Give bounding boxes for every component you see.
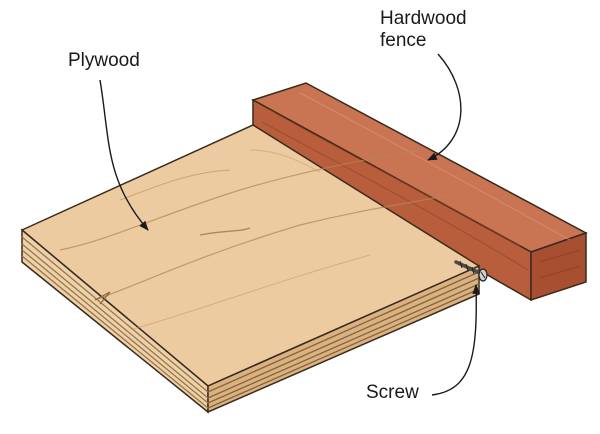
- label-plywood: Plywood: [68, 50, 140, 71]
- label-hardwood-fence-line1: Hardwood: [380, 8, 467, 29]
- label-hardwood-fence-line2: fence: [380, 30, 427, 51]
- label-screw: Screw: [366, 382, 419, 403]
- fence-leader-arrow: [427, 53, 462, 161]
- fence-end-face: [530, 231, 587, 302]
- plywood-leader-arrow: [99, 79, 149, 231]
- screw-leader-arrow: [431, 284, 481, 396]
- hardwood-fence: [251, 82, 588, 302]
- label-hardwood-fence: Hardwood fence: [380, 8, 467, 52]
- screw-icon: [454, 260, 488, 282]
- plywood: [20, 124, 481, 414]
